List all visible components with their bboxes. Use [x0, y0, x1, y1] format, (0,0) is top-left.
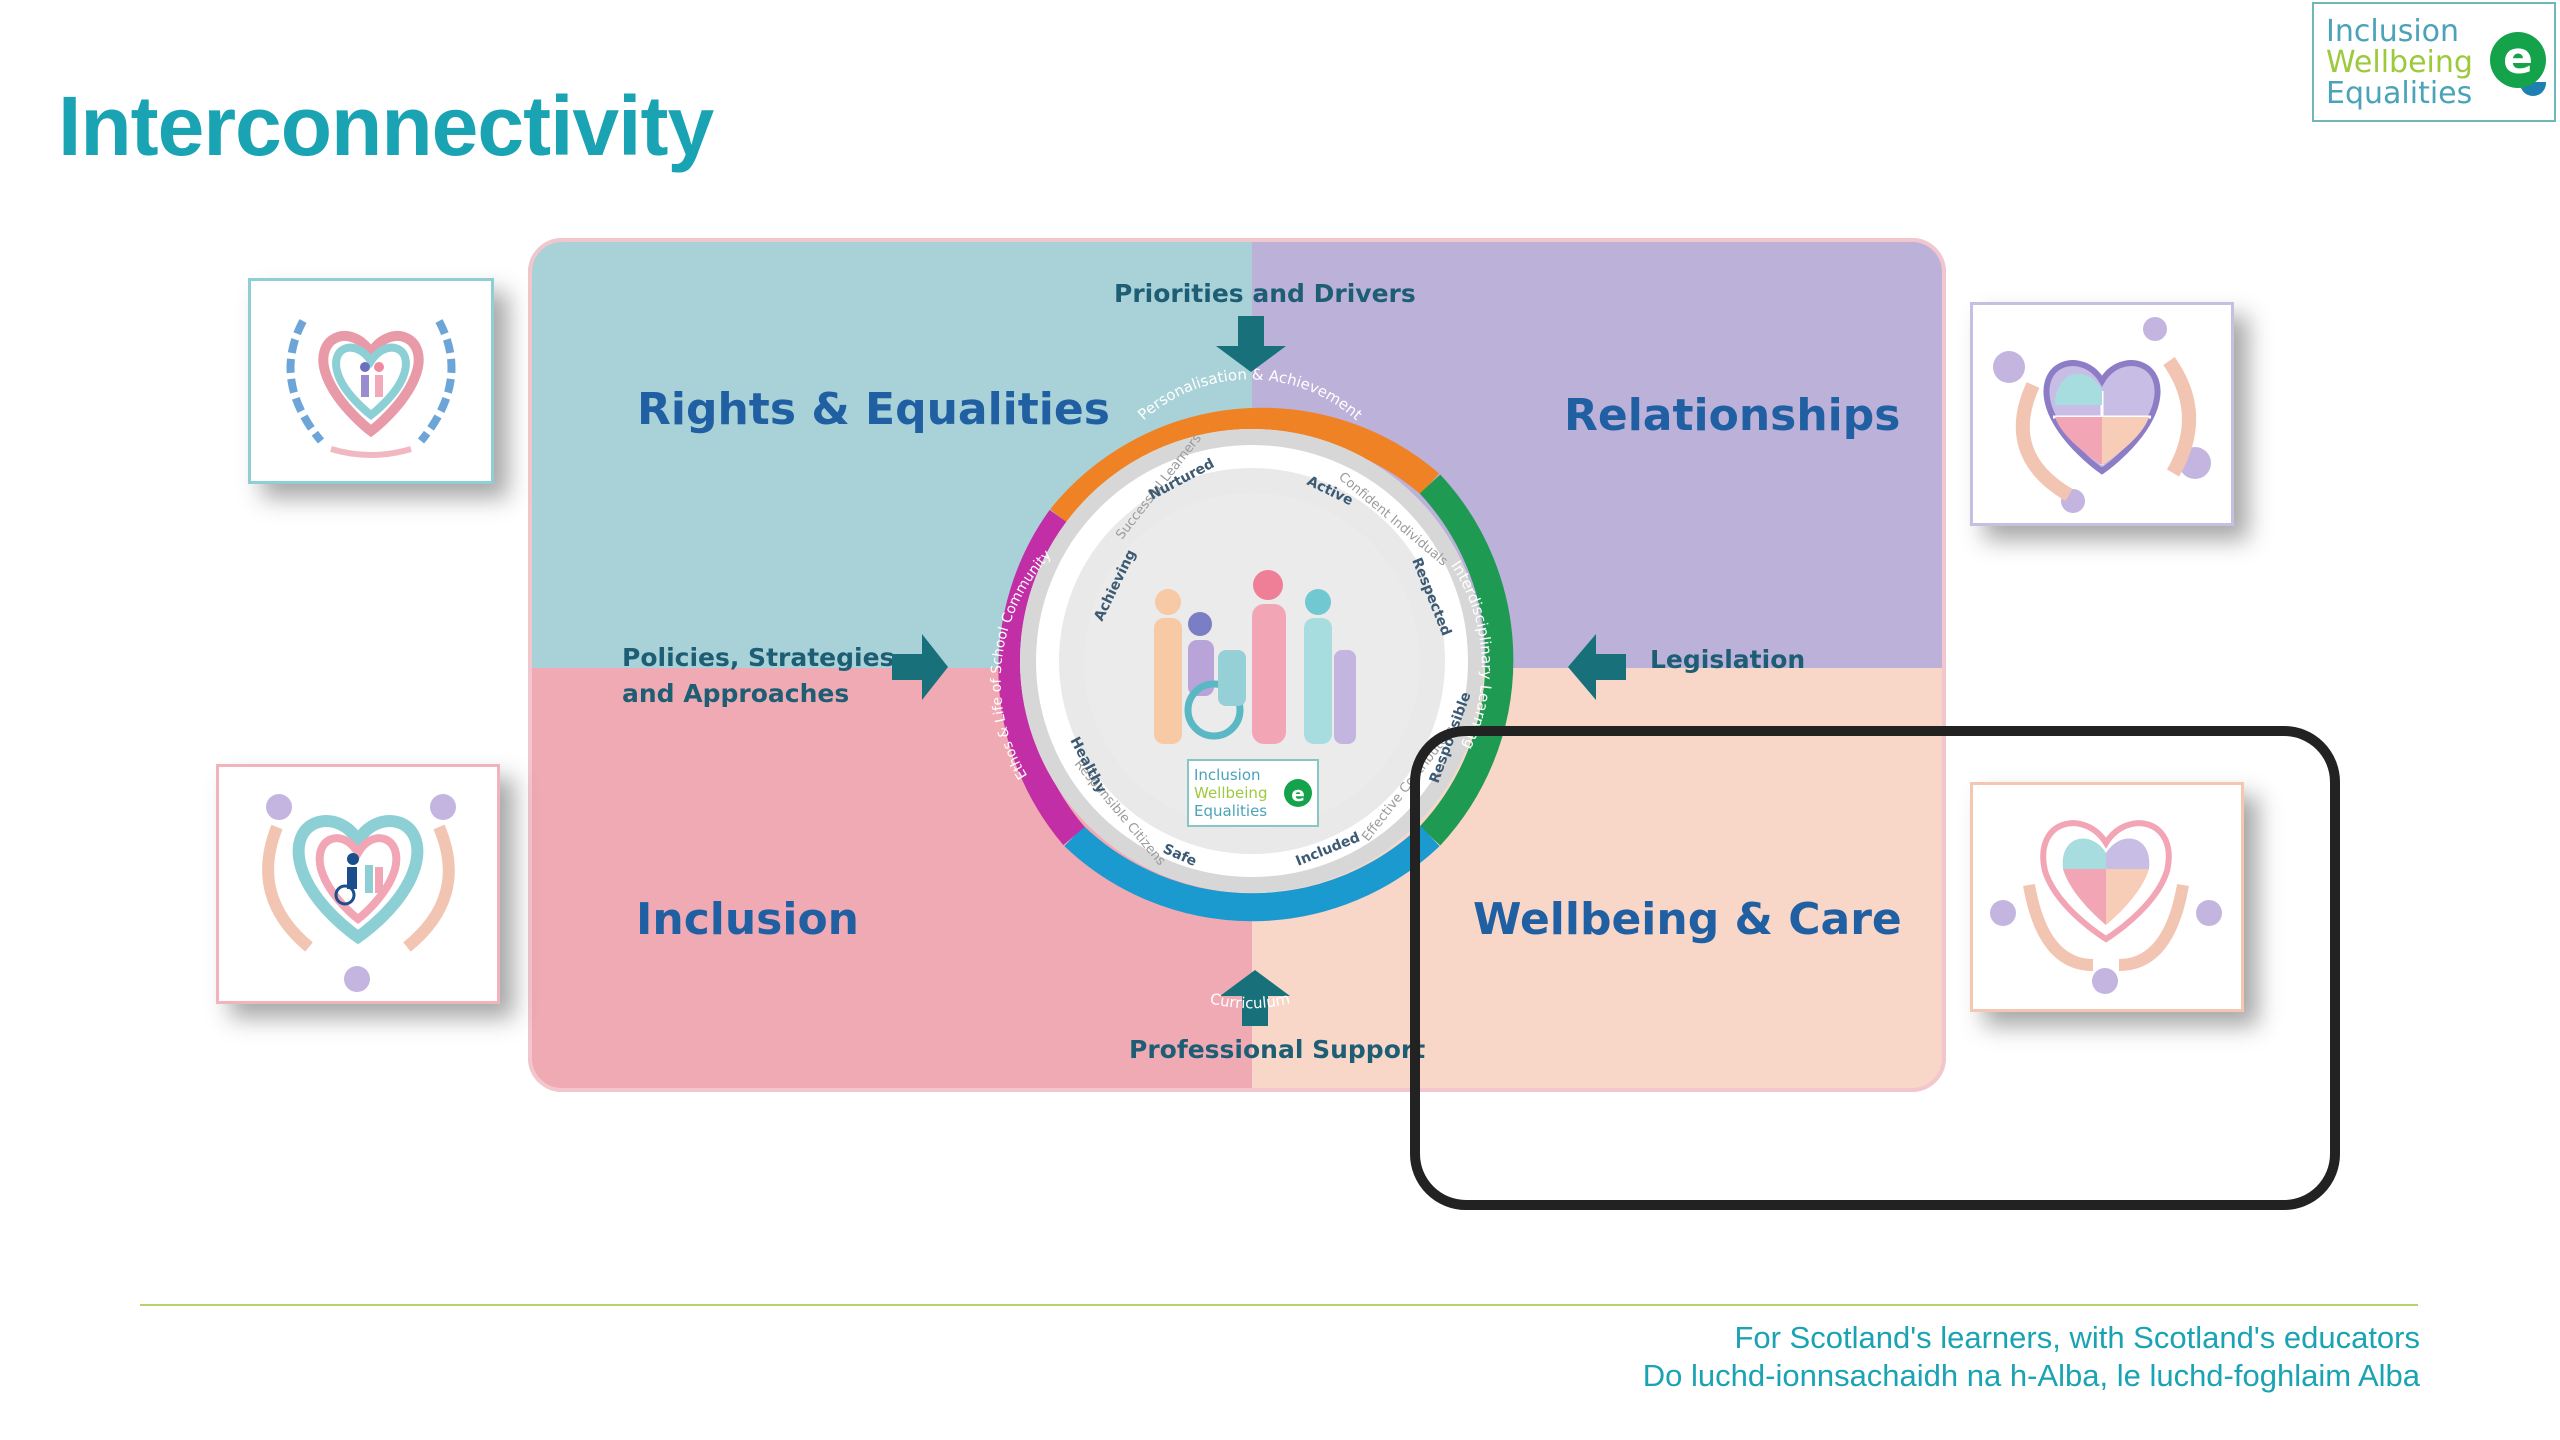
- footer-tagline-gaelic: Do luchd-ionnsachaidh na h-Alba, le luch…: [1642, 1358, 2420, 1393]
- center-logo-line3: Equalities: [1194, 802, 1267, 820]
- laurel-heart-icon: [286, 319, 456, 458]
- relationships-label: Relationships: [1564, 390, 1901, 441]
- center-logo: Inclusion Wellbeing Equalities e: [1187, 759, 1319, 827]
- inclusion-heart-icon: [262, 794, 456, 992]
- relationships-picture: [1970, 302, 2234, 526]
- inclusion-picture: [216, 764, 500, 1004]
- ebs-logo: Inclusion Wellbeing Equalities e: [2312, 2, 2556, 122]
- wellbeing-picture: [1970, 782, 2244, 1012]
- logo-text-inclusion: Inclusion: [2326, 14, 2460, 49]
- center-logo-badge-letter: e: [1291, 782, 1305, 806]
- family-figures-icon: [1154, 570, 1356, 744]
- rights-equalities-picture: [248, 278, 494, 484]
- logo-e-badge-icon: e: [2490, 32, 2546, 88]
- up-arrow-icon: [1220, 970, 1290, 1026]
- diagram-border: [528, 238, 1946, 1092]
- down-arrow-icon: [1216, 316, 1286, 372]
- right-arrow-icon: [892, 634, 948, 700]
- slide-title: Interconnectivity: [58, 79, 714, 173]
- wellbeing-heart-icon: [1990, 820, 2222, 994]
- footer-divider: [140, 1304, 2418, 1306]
- logo-text-wellbeing: Wellbeing: [2326, 45, 2473, 80]
- logo-text-equalities: Equalities: [2326, 76, 2473, 111]
- wellbeing-highlight-box: [1410, 726, 2340, 1210]
- left-arrow-icon: [1568, 634, 1626, 700]
- center-logo-line1: Inclusion: [1194, 766, 1261, 784]
- professional-support-label: Professional Support: [1129, 1035, 1426, 1064]
- policies-label-line2: and Approaches: [622, 679, 850, 708]
- center-logo-line2: Wellbeing: [1194, 784, 1267, 802]
- wheel-grey-ring: [1020, 429, 1484, 893]
- relationships-heart-icon: [1993, 317, 2211, 513]
- wheel-text-curriculum: Curriculum: [1208, 989, 1291, 1012]
- legislation-label: Legislation: [1650, 645, 1806, 674]
- priorities-drivers-label: Priorities and Drivers: [1114, 279, 1416, 308]
- center-logo-badge-icon: [1284, 779, 1312, 807]
- wellbeing-care-label: Wellbeing & Care: [1473, 894, 1902, 945]
- wheel-outer-ring: [998, 407, 1514, 922]
- footer-tagline-english: For Scotland's learners, with Scotland's…: [1734, 1320, 2420, 1355]
- inclusion-label: Inclusion: [636, 894, 860, 945]
- policies-label-line1: Policies, Strategies: [622, 643, 895, 672]
- rights-equalities-label: Rights & Equalities: [637, 384, 1110, 435]
